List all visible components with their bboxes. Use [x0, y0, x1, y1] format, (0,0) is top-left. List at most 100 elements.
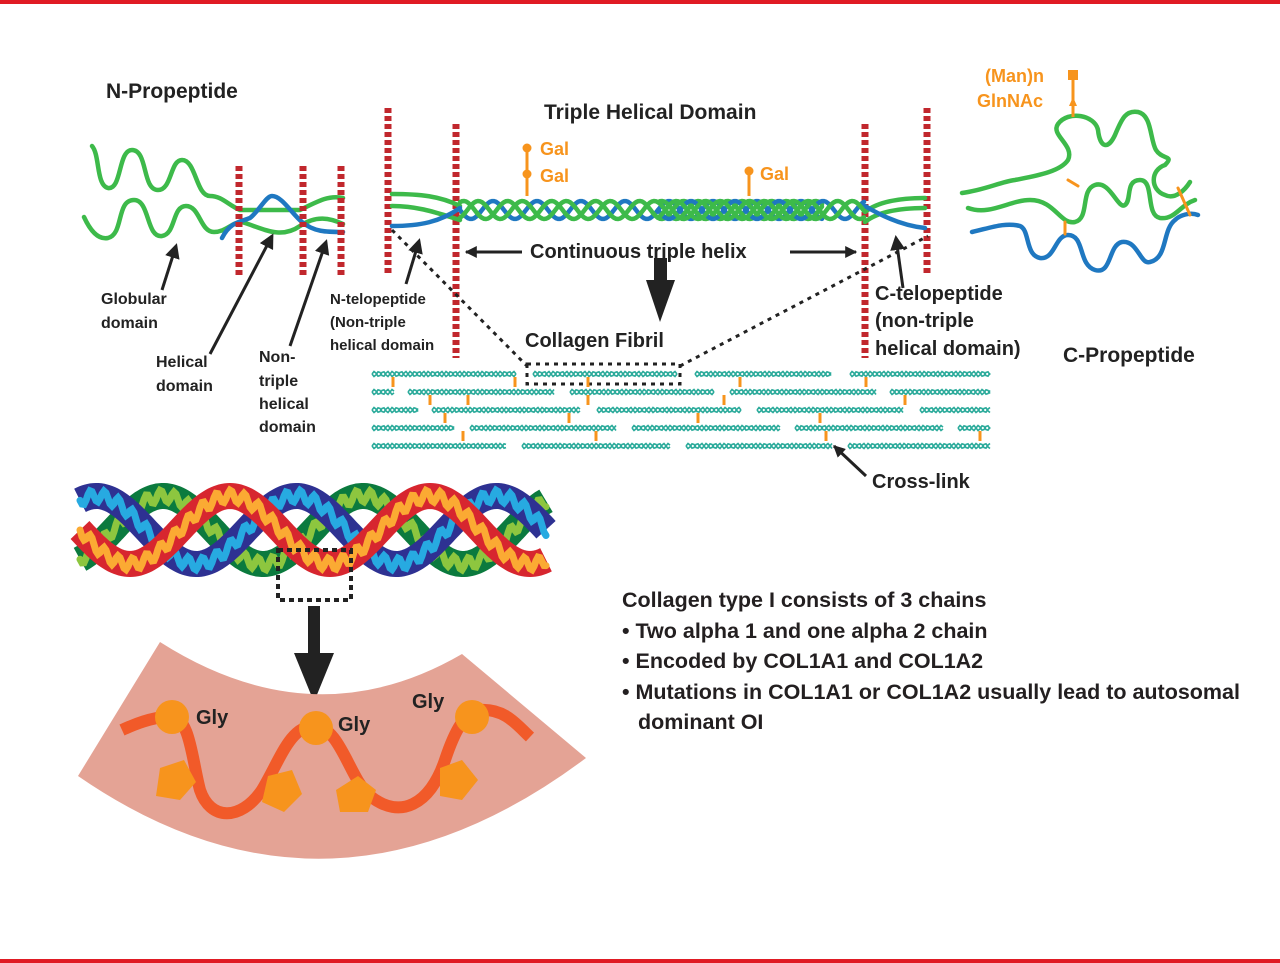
collagen-fibril-rows [371, 370, 991, 450]
svg-text:C-telopeptide: C-telopeptide [875, 283, 1003, 305]
residue-pentagon [262, 770, 302, 812]
glcnac-label: GlnNAc [977, 91, 1043, 111]
summary-bullet: • Mutations in COL1A1 or COL1A2 usually … [622, 679, 1240, 735]
down-arrow-head [646, 280, 675, 322]
collagen-fibril-label: Collagen Fibril [525, 330, 664, 352]
cross-link [567, 413, 571, 423]
gly-label: Gly [412, 691, 445, 713]
continuous-triple-helix-label: Continuous triple helix [530, 241, 747, 263]
fibril-strand [794, 424, 944, 432]
gly-band: Gly Gly Gly [78, 642, 586, 859]
fibril-strand [694, 370, 832, 378]
ribbon-coil [76, 485, 550, 575]
cross-link [586, 377, 590, 387]
fibril-strand [631, 424, 781, 432]
fibril-strand [729, 388, 877, 396]
triple-helix-ribbon [70, 482, 556, 578]
fibril-strand [889, 388, 991, 396]
fibril-strand [371, 424, 455, 432]
helical-domain-label: Helical domain [156, 354, 213, 395]
fibril-strand [371, 442, 507, 450]
collagen-summary: Collagen type I consists of 3 chains • T… [622, 585, 1242, 738]
triple-helical-domain-title: Triple Helical Domain [544, 101, 756, 124]
fibril-strand [371, 370, 517, 378]
fibril-strand [847, 442, 991, 450]
mannose-node [1068, 70, 1078, 80]
cross-link [466, 395, 470, 405]
fibril-strand [469, 424, 617, 432]
n-propeptide-title: N-Propeptide [106, 80, 238, 103]
cross-link-label: Cross-link [872, 471, 971, 493]
fibril-strand [407, 388, 555, 396]
cross-link [818, 413, 822, 423]
gly-residue [155, 700, 189, 734]
fibril-strand [521, 442, 671, 450]
cross-link [461, 431, 465, 441]
cross-link [594, 431, 598, 441]
svg-text:domain: domain [259, 419, 316, 436]
svg-text:helical domain): helical domain) [875, 338, 1021, 360]
n-telopeptide-arrow [404, 238, 423, 285]
alpha1-chain [655, 198, 867, 222]
svg-text:helical domain: helical domain [330, 337, 434, 354]
gal-label: Gal [540, 139, 569, 159]
svg-text:Globular: Globular [101, 291, 167, 308]
fibril-strand [431, 406, 581, 414]
fibril-strand [756, 406, 904, 414]
cross-link [428, 395, 432, 405]
svg-text:Non-: Non- [259, 349, 295, 366]
gal-node [744, 166, 754, 176]
gal-node [522, 169, 532, 179]
svg-text:domain: domain [156, 378, 213, 395]
helical-domain-arrow [208, 233, 274, 355]
residue-pentagon [156, 760, 196, 800]
svg-text:N-telopeptide: N-telopeptide [330, 291, 426, 308]
cross-link [513, 377, 517, 387]
cross-link [586, 395, 590, 405]
fibril-strand [794, 424, 944, 432]
summary-heading: Collagen type I consists of 3 chains [622, 588, 987, 612]
c-propeptide-title: C-Propeptide [1063, 344, 1195, 367]
fibril-strand [596, 406, 742, 414]
domain-boundaries [235, 108, 931, 358]
cross-link-arrow [832, 444, 868, 478]
svg-text:(non-triple: (non-triple [875, 310, 974, 332]
non-triple-helical-domain-label: Non- triple helical domain [259, 349, 316, 436]
triple-helix-chains [389, 191, 928, 231]
fibril-strand [631, 424, 781, 432]
continuous-triple-helix-arrows: Continuous triple helix [464, 241, 858, 322]
fibril-strand [919, 406, 991, 414]
bottom-border [0, 959, 1280, 963]
c-telopeptide-label: C-telopeptide (non-triple helical domain… [875, 283, 1021, 360]
residue-pentagon [440, 760, 478, 800]
down-arrow-shaft [654, 258, 667, 284]
cross-link [391, 377, 395, 387]
n-telopeptide-label: N-telopeptide (Non-triple helical domain [330, 291, 434, 354]
cross-link [903, 395, 907, 405]
cross-link [824, 431, 828, 441]
cross-link [738, 377, 742, 387]
galactose-glycan: Gal Gal Gal [522, 139, 789, 196]
summary-bullet: • Encoded by COL1A1 and COL1A2 [622, 649, 984, 673]
pointer-arrows [160, 233, 906, 355]
non-triple-helical-arrow [288, 239, 330, 347]
gal-label: Gal [760, 164, 789, 184]
ribbon-coil [76, 485, 550, 575]
gly-residue [455, 700, 489, 734]
cross-link [864, 377, 868, 387]
ribbon-down-arrow-shaft [308, 606, 320, 656]
svg-text:Helical: Helical [156, 354, 208, 371]
fibril-strand [957, 424, 991, 432]
svg-text:helical: helical [259, 396, 309, 413]
globular-domain-label: Globular domain [101, 291, 167, 332]
svg-text:(Non-triple: (Non-triple [330, 314, 406, 331]
summary-bullet: • Two alpha 1 and one alpha 2 chain [622, 618, 988, 643]
fibril-zoom-box [525, 362, 682, 386]
cross-link [722, 395, 726, 405]
mannose-glcnac-glycan: (Man)n GlnNAc [977, 66, 1078, 117]
cross-link [978, 431, 982, 441]
fibril-strand [431, 406, 581, 414]
gal-label: Gal [540, 166, 569, 186]
cross-link [443, 413, 447, 423]
